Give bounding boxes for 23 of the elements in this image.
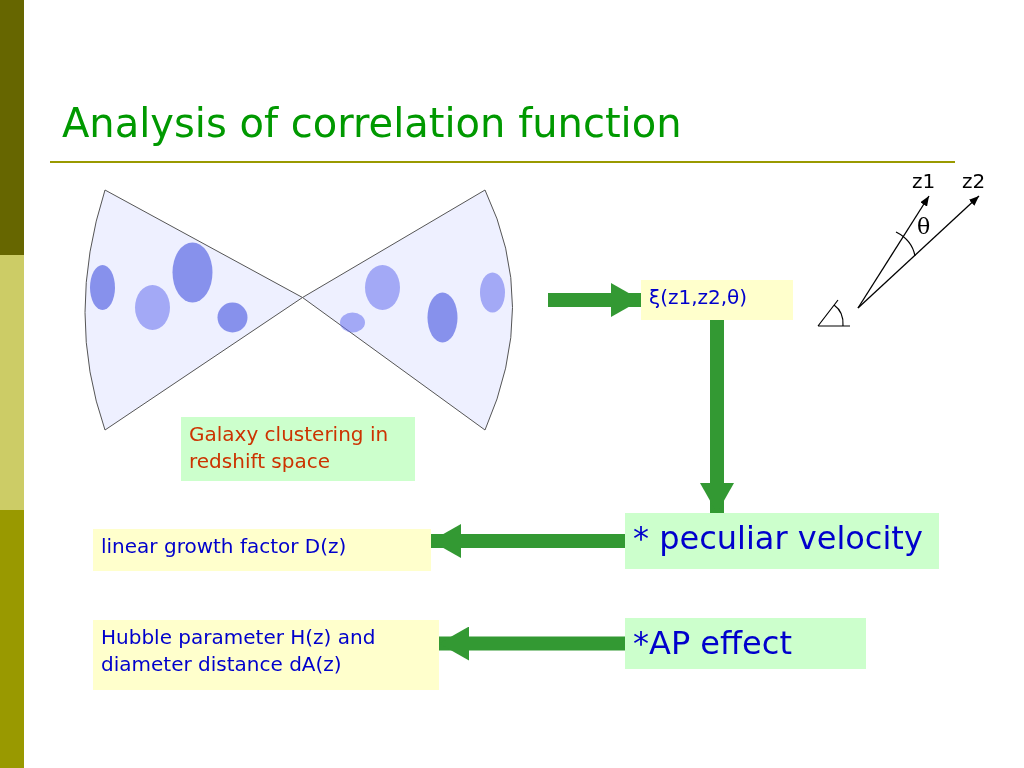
box-text: linear growth factor D(z) [101,533,348,560]
box-text: *AP effect [633,623,793,664]
angle-label: θ [917,214,931,239]
caption-box [181,417,415,481]
block-arrow [700,320,734,513]
observer-angle-symbol [817,299,851,327]
axis-label: z1 [912,168,946,196]
box-text: ξ(z1,z2,θ) [649,284,749,311]
slide-title: Analysis of correlation function [62,100,682,146]
block-arrow [548,283,641,317]
effect-box [625,513,939,569]
arrow [857,195,930,309]
arrow [857,195,980,309]
box-text: * peculiar velocity [633,518,924,559]
box-text: Hubble parameter H(z) and diameter distance dA(z) [101,624,377,678]
block-arrow [431,524,625,558]
block-arrow [439,626,625,661]
effect-box [625,618,866,670]
axis-label: z2 [962,168,996,196]
result-box [93,529,431,571]
result-box [93,620,439,690]
formula-box [641,280,793,320]
box-text: Galaxy clustering in redshift space [189,421,390,475]
